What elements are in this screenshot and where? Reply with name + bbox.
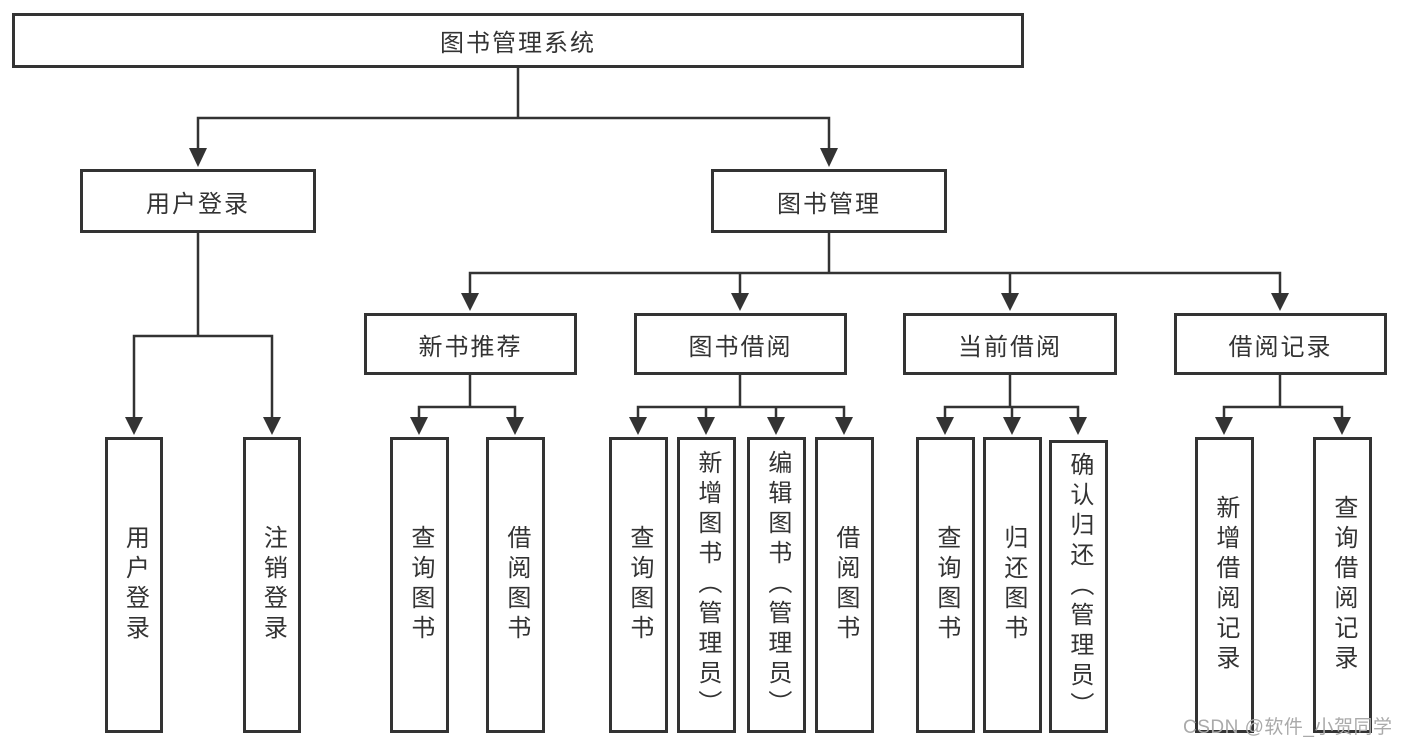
node-borrow-records: 借阅记录	[1174, 313, 1387, 375]
node-user-login: 用户登录	[80, 169, 316, 233]
arrowhead	[767, 417, 785, 435]
leaf-current-query-books: 查询图书	[916, 437, 975, 733]
leaf-record-add: 新增借阅记录	[1195, 437, 1254, 733]
node-label: 查询图书	[932, 525, 960, 645]
connector-bookborrow-to-leaves	[636, 373, 846, 420]
arrowhead	[835, 417, 853, 435]
node-system-root: 图书管理系统	[12, 13, 1024, 68]
connector-newbook-to-leaves	[417, 373, 517, 420]
node-current-borrow: 当前借阅	[903, 313, 1117, 375]
arrowhead	[1069, 417, 1087, 435]
arrowhead	[629, 417, 647, 435]
node-label: 借阅图书	[831, 525, 859, 645]
leaf-borrow-add-books-admin: 新增图书（管理员）	[677, 437, 736, 733]
arrowhead	[125, 417, 143, 435]
leaf-newbook-borrow-books: 借阅图书	[486, 437, 545, 733]
node-label: 归还图书	[999, 525, 1027, 645]
arrowhead	[1001, 293, 1019, 311]
node-label: 借阅图书	[502, 525, 530, 645]
arrowhead	[461, 293, 479, 311]
leaf-newbook-query-books: 查询图书	[390, 437, 449, 733]
node-label: 确认归还（管理员）	[1065, 451, 1093, 722]
leaf-current-return-books: 归还图书	[983, 437, 1042, 733]
node-label: 注销登录	[259, 525, 287, 645]
arrowhead	[1271, 293, 1289, 311]
node-label: 当前借阅	[958, 333, 1062, 361]
node-label: 新增借阅记录	[1211, 495, 1239, 675]
leaf-borrow-borrow-books: 借阅图书	[815, 437, 874, 733]
node-label: 查询图书	[406, 525, 434, 645]
node-book-borrow: 图书借阅	[634, 313, 847, 375]
node-new-book-recommend: 新书推荐	[364, 313, 577, 375]
leaf-record-query: 查询借阅记录	[1313, 437, 1372, 733]
arrowhead	[506, 417, 524, 435]
leaf-current-confirm-return-admin: 确认归还（管理员）	[1049, 440, 1108, 733]
arrowhead	[263, 417, 281, 435]
arrowhead	[1333, 417, 1351, 435]
arrowhead	[936, 417, 954, 435]
node-label: 查询借阅记录	[1329, 495, 1357, 675]
node-label: 用户登录	[121, 525, 149, 645]
leaf-borrow-query-books: 查询图书	[609, 437, 668, 733]
leaf-user-login: 用户登录	[105, 437, 163, 733]
node-label: 用户登录	[146, 190, 250, 218]
node-label: 查询图书	[625, 525, 653, 645]
arrowhead	[820, 148, 838, 167]
connector-currentborrow-to-leaves	[943, 373, 1080, 420]
arrowhead	[410, 417, 428, 435]
node-book-management: 图书管理	[711, 169, 947, 233]
node-label: 图书管理	[777, 190, 881, 218]
arrowhead	[1003, 417, 1021, 435]
connector-bookmgmt-to-level3	[468, 231, 1282, 296]
arrowhead	[189, 148, 207, 167]
node-label: 借阅记录	[1228, 333, 1333, 361]
connector-userlogin-to-leaves	[132, 231, 274, 420]
leaf-logout: 注销登录	[243, 437, 301, 733]
connector-borrowrecord-to-leaves	[1222, 373, 1344, 420]
csdn-watermark: CSDN @软件_小贺同学	[1183, 717, 1393, 738]
leaf-borrow-edit-books-admin: 编辑图书（管理员）	[747, 437, 806, 733]
node-label: 图书借阅	[688, 333, 793, 361]
arrowhead	[731, 293, 749, 311]
arrowhead	[697, 417, 715, 435]
node-label: 新增图书（管理员）	[693, 450, 721, 720]
connector-root-to-level2	[196, 66, 831, 152]
node-label: 新书推荐	[418, 333, 523, 361]
node-label: 编辑图书（管理员）	[763, 450, 791, 720]
node-label: 图书管理系统	[440, 30, 596, 57]
arrowhead	[1215, 417, 1233, 435]
